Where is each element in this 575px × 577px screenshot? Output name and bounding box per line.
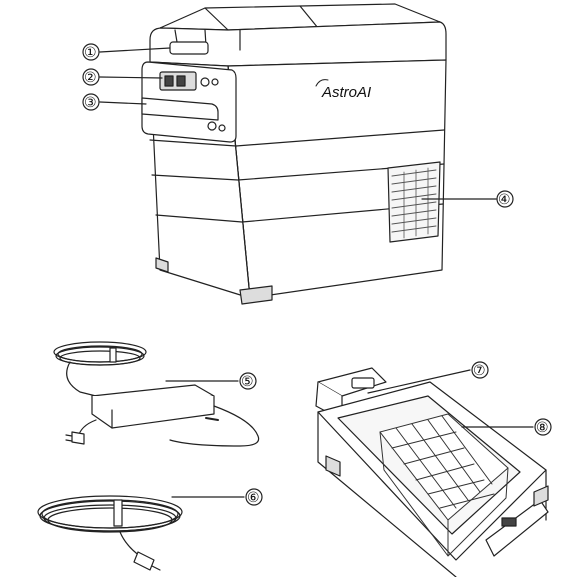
svg-text:⑥: ⑥ <box>247 490 260 506</box>
svg-text:⑦: ⑦ <box>473 363 486 379</box>
power-adapter <box>53 341 260 447</box>
fridge-main: AstroAI <box>141 3 447 305</box>
callout-1: ① <box>82 43 171 61</box>
fridge-foot-right <box>239 285 273 305</box>
svg-text:①: ① <box>84 45 97 61</box>
callout-4: ④ <box>421 190 514 208</box>
open-side-handle <box>485 499 549 557</box>
callout-6: ⑥ <box>171 488 263 506</box>
ac-plug <box>71 431 85 445</box>
brand-logo: AstroAI <box>321 84 371 101</box>
car-plug <box>133 551 155 571</box>
callout-5: ⑤ <box>165 372 257 390</box>
svg-text:⑤: ⑤ <box>241 374 254 390</box>
svg-text:②: ② <box>84 70 97 86</box>
fridge-lid-front <box>149 21 447 67</box>
callout-3: ③ <box>82 93 147 111</box>
wire-basket <box>379 413 509 557</box>
vent-grille <box>387 161 441 243</box>
fridge-open <box>315 367 549 577</box>
callout-8: ⑧ <box>461 418 552 436</box>
lid-handle <box>169 41 209 55</box>
callout-2: ② <box>82 68 163 86</box>
callout-7: ⑦ <box>367 361 489 394</box>
fridge-foot-left <box>155 257 169 273</box>
svg-text:⑧: ⑧ <box>536 420 549 436</box>
svg-text:④: ④ <box>498 192 511 208</box>
svg-text:③: ③ <box>84 95 97 111</box>
dc-cable <box>37 495 183 571</box>
side-handle <box>141 97 219 121</box>
power-button <box>200 77 210 87</box>
